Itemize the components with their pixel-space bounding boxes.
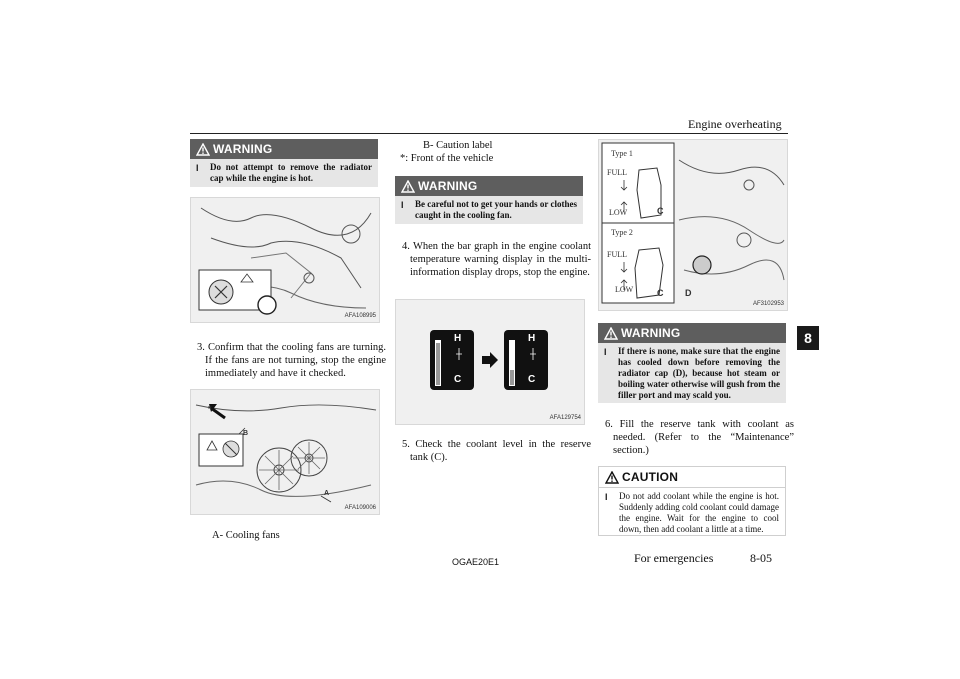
label-star: * xyxy=(208,404,212,414)
chapter-tab[interactable]: 8 xyxy=(797,326,819,350)
figure-temperature-gauge: H C H C AFA129754 xyxy=(395,299,585,425)
figure-cooling-fans: * B A AFA109006 xyxy=(190,389,380,515)
cooling-fans-illustration xyxy=(195,404,377,503)
header-rule xyxy=(190,133,788,134)
warning-heading: WARNING xyxy=(395,176,583,196)
coolant-gauge-illustration xyxy=(430,330,548,390)
caption-b: B- Caution label xyxy=(423,140,493,151)
gauge-c-label: C xyxy=(454,374,462,385)
warning-heading: WARNING xyxy=(598,323,786,343)
figure-id: AFA129754 xyxy=(549,415,581,421)
gauge-c-label: C xyxy=(528,374,536,385)
full-label-type2: FULL xyxy=(607,250,627,259)
label-b: B xyxy=(243,430,249,437)
warning-triangle-icon xyxy=(196,142,210,156)
type2-label: Type 2 xyxy=(611,228,633,237)
caption-a: A- Cooling fans xyxy=(212,530,280,541)
gauge-h-label: H xyxy=(454,333,462,344)
step-6-text: 6. Fill the reserve tank with coolant as… xyxy=(605,419,794,456)
c-label-type2: C xyxy=(657,288,664,298)
warning-text: Be careful not to get your hands or clot… xyxy=(415,199,577,220)
figure-radiator-cap: AFA108995 xyxy=(190,197,380,323)
warning-text: Do not attempt to remove the radiator ca… xyxy=(210,162,372,183)
step-3-text: 3. Confirm that the cooling fans are tur… xyxy=(197,342,386,379)
type1-label: Type 1 xyxy=(611,149,633,158)
bullet: l xyxy=(196,163,199,173)
warning-triangle-icon xyxy=(401,179,415,193)
figure-id: AFA109006 xyxy=(344,505,376,511)
d-label: D xyxy=(685,288,692,298)
caution-text: Do not add coolant while the engine is h… xyxy=(619,491,779,534)
step-4-text: 4. When the bar graph in the engine cool… xyxy=(402,241,591,278)
running-header-title: Engine overheating xyxy=(688,117,782,131)
radiator-cap-illustration xyxy=(198,207,372,315)
warning-heading-text: WARNING xyxy=(213,142,273,156)
bullet: l xyxy=(604,347,607,357)
footer-document-code: OGAE20E1 xyxy=(452,557,500,567)
figure-id: AF3102953 xyxy=(752,301,784,307)
reserve-tank-illustration xyxy=(601,142,785,304)
c-label-type1: C xyxy=(657,206,664,216)
figure-reserve-tank: Type 1 FULL LOW C Type 2 FULL LOW C D AF… xyxy=(598,139,788,311)
low-label-type1: LOW xyxy=(609,208,628,217)
warning-heading-text: WARNING xyxy=(621,326,681,340)
warning-box-hot-steam: WARNING l If there is none, make sure th… xyxy=(598,323,786,403)
full-label-type1: FULL xyxy=(607,168,627,177)
warning-heading: WARNING xyxy=(190,139,378,159)
warning-triangle-icon xyxy=(604,326,618,340)
footer-section-name: For emergencies xyxy=(634,551,714,565)
caution-heading-text: CAUTION xyxy=(622,470,679,484)
figure-id: AFA108995 xyxy=(344,313,376,319)
caution-triangle-icon xyxy=(605,470,619,484)
low-label-type2: LOW xyxy=(615,285,634,294)
warning-box-radiator-cap: WARNING l Do not attempt to remove the r… xyxy=(190,139,378,187)
warning-heading-text: WARNING xyxy=(418,179,478,193)
warning-box-cooling-fan: WARNING l Be careful not to get your han… xyxy=(395,176,583,224)
step-5-text: 5. Check the coolant level in the reserv… xyxy=(402,439,591,463)
caution-heading: CAUTION xyxy=(599,467,785,488)
footer-page-number: 8-05 xyxy=(750,551,772,565)
bullet: l xyxy=(401,200,404,210)
caption-star: *: Front of the vehicle xyxy=(400,153,494,164)
caution-box: CAUTION l Do not add coolant while the e… xyxy=(598,466,786,536)
gauge-h-label: H xyxy=(528,333,536,344)
warning-text: If there is none, make sure that the eng… xyxy=(618,346,780,400)
label-a: A xyxy=(324,490,330,497)
bullet: l xyxy=(605,492,608,502)
